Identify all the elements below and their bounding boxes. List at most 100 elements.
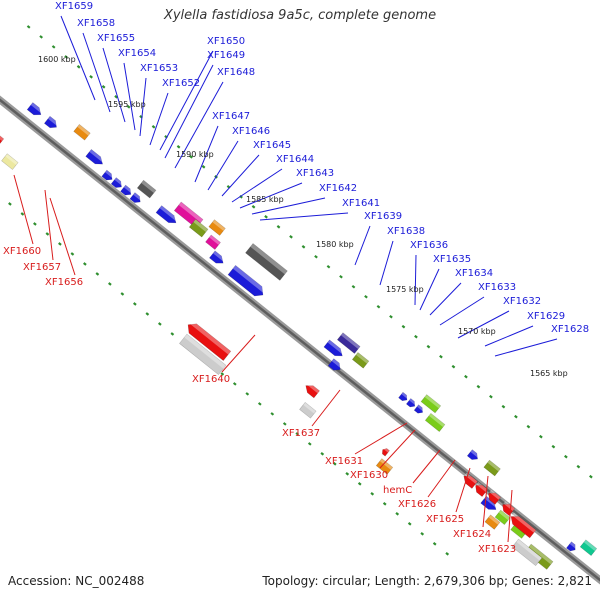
gene-block[interactable] xyxy=(336,332,361,354)
scale-tick xyxy=(114,95,118,99)
forward-gene-label[interactable]: XF1636 xyxy=(410,240,448,251)
scale-tick xyxy=(345,472,350,476)
scale-tick xyxy=(439,354,443,359)
gene-block[interactable] xyxy=(380,446,390,457)
gene-block[interactable] xyxy=(205,234,221,250)
forward-gene-label[interactable]: XF1653 xyxy=(140,63,178,74)
gene-block[interactable] xyxy=(323,339,346,360)
scale-tick xyxy=(489,394,493,399)
gene-block[interactable] xyxy=(398,391,410,402)
forward-gene-label[interactable]: XF1647 xyxy=(212,111,250,122)
gene-block[interactable] xyxy=(179,333,227,376)
gene-block[interactable] xyxy=(136,179,157,199)
forward-gene-label[interactable]: XF1633 xyxy=(478,282,516,293)
gene-block[interactable] xyxy=(120,184,134,197)
gene-block[interactable] xyxy=(351,352,370,369)
gene-block[interactable] xyxy=(299,402,317,419)
gene-block[interactable] xyxy=(0,132,5,146)
reverse-gene-label[interactable]: XF1640 xyxy=(192,374,230,385)
forward-gene-label[interactable]: XF1652 xyxy=(162,78,200,89)
gene-block[interactable] xyxy=(129,192,143,205)
gene-block[interactable] xyxy=(73,124,91,141)
forward-gene-label[interactable]: XF1646 xyxy=(232,126,270,137)
gene-block[interactable] xyxy=(420,394,442,414)
gene-block[interactable] xyxy=(155,205,179,227)
scale-tick xyxy=(551,444,556,449)
forward-gene-label[interactable]: XF1639 xyxy=(364,211,402,222)
scale-tick xyxy=(332,462,337,466)
gene-block[interactable] xyxy=(511,538,543,567)
reverse-leader xyxy=(354,422,408,455)
gene-block[interactable] xyxy=(327,358,344,374)
gene-block[interactable] xyxy=(484,514,501,530)
forward-leader xyxy=(139,77,147,137)
scale-tick xyxy=(301,244,306,249)
gene-block[interactable] xyxy=(227,265,267,299)
forward-gene-label[interactable]: XF1645 xyxy=(253,140,291,151)
gene-block[interactable] xyxy=(188,218,209,238)
forward-gene-label[interactable]: XF1644 xyxy=(276,154,314,165)
gene-block[interactable] xyxy=(1,153,19,170)
gene-block[interactable] xyxy=(579,539,598,556)
reverse-gene-label[interactable]: XF1625 xyxy=(426,514,464,525)
gene-block[interactable] xyxy=(245,243,288,281)
gene-block[interactable] xyxy=(26,102,44,119)
forward-gene-label[interactable]: XF1650 xyxy=(207,36,245,47)
scale-label: 1570 kbp xyxy=(458,327,496,336)
forward-gene-label[interactable]: XF1655 xyxy=(97,33,135,44)
forward-gene-label[interactable]: XF1638 xyxy=(387,226,425,237)
scale-tick xyxy=(151,125,156,129)
reverse-gene-label[interactable]: XF1657 xyxy=(23,262,61,273)
forward-gene-label[interactable]: XF1643 xyxy=(296,168,334,179)
reverse-gene-label[interactable]: XF1630 xyxy=(350,470,388,481)
gene-block[interactable] xyxy=(43,115,60,131)
gene-block[interactable] xyxy=(486,489,502,505)
reverse-gene-label[interactable]: XF1624 xyxy=(453,529,491,540)
scale-tick xyxy=(89,75,93,79)
forward-gene-label[interactable]: XF1654 xyxy=(118,48,156,59)
forward-gene-label[interactable]: XF1634 xyxy=(455,268,493,279)
reverse-gene-label[interactable]: XF1631 xyxy=(325,456,363,467)
forward-gene-label[interactable]: XF1658 xyxy=(77,18,115,29)
gene-block[interactable] xyxy=(466,449,481,462)
scale-tick xyxy=(526,424,531,429)
reverse-gene-label[interactable]: XF1656 xyxy=(45,277,83,288)
gene-block[interactable] xyxy=(494,509,511,526)
scale-tick xyxy=(289,234,293,239)
forward-gene-label[interactable]: XF1635 xyxy=(433,254,471,265)
scale-tick xyxy=(351,284,356,289)
scale-tick xyxy=(464,374,468,379)
gene-block[interactable] xyxy=(101,169,115,182)
gene-block[interactable] xyxy=(413,404,425,415)
forward-gene-label[interactable]: XF1642 xyxy=(319,183,357,194)
gene-block[interactable] xyxy=(184,320,232,361)
scale-tick xyxy=(39,35,44,39)
scale-tick xyxy=(8,202,12,206)
gene-block[interactable] xyxy=(566,541,578,553)
forward-gene-label[interactable]: XF1632 xyxy=(503,296,541,307)
gene-block[interactable] xyxy=(209,250,226,267)
reverse-gene-label[interactable]: hemC xyxy=(383,485,412,496)
gene-block[interactable] xyxy=(375,458,394,475)
gene-block[interactable] xyxy=(508,512,537,539)
gene-block[interactable] xyxy=(208,219,226,236)
gene-block[interactable] xyxy=(406,398,417,408)
forward-gene-label[interactable]: XF1641 xyxy=(342,198,380,209)
forward-gene-label[interactable]: XF1649 xyxy=(207,50,245,61)
reverse-gene-label[interactable]: XF1637 xyxy=(282,428,320,439)
forward-gene-label[interactable]: XF1628 xyxy=(551,324,589,335)
scale-label: 1585 kbp xyxy=(246,195,284,204)
forward-gene-label[interactable]: XF1648 xyxy=(217,67,255,78)
reverse-gene-label[interactable]: XF1660 xyxy=(3,246,41,257)
reverse-gene-label[interactable]: XF1626 xyxy=(398,499,436,510)
gene-block[interactable] xyxy=(483,459,501,477)
gene-block[interactable] xyxy=(303,382,320,399)
reverse-gene-label[interactable]: XF1623 xyxy=(478,544,516,555)
forward-gene-label[interactable]: XF1659 xyxy=(55,1,93,12)
gene-block[interactable] xyxy=(424,412,446,432)
gene-block[interactable] xyxy=(110,177,124,190)
gene-block[interactable] xyxy=(500,501,516,516)
gene-block[interactable] xyxy=(85,149,106,167)
forward-gene-label[interactable]: XF1629 xyxy=(527,311,565,322)
